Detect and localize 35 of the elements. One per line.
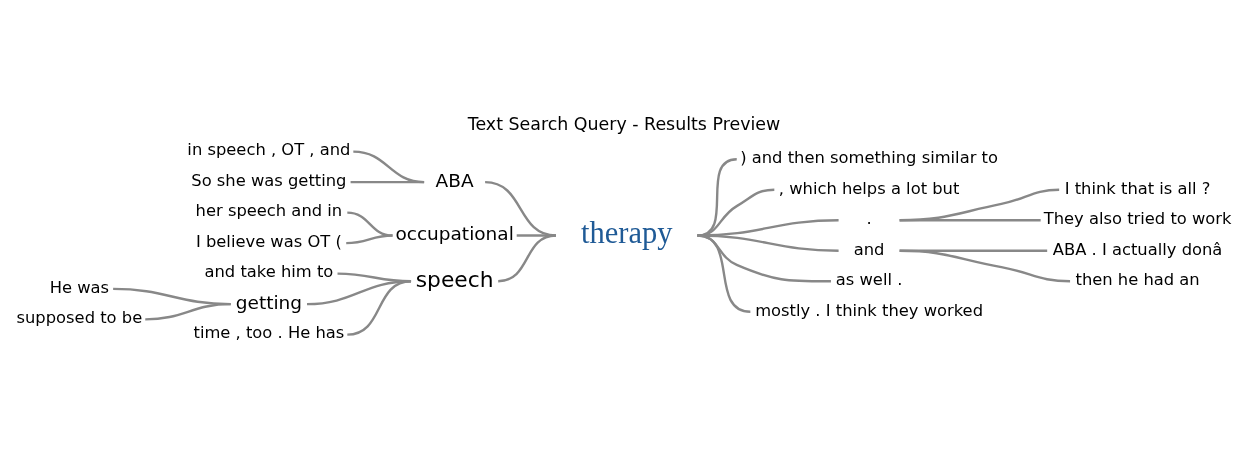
- connector: [346, 234, 393, 245]
- node-text: her speech and in: [195, 201, 343, 221]
- connector: [347, 280, 412, 336]
- node-text: mostly . I think they worked: [755, 300, 984, 320]
- node-text: and take him to: [204, 262, 334, 282]
- connector: [498, 234, 557, 283]
- node-text: and: [853, 239, 885, 259]
- connector: [145, 302, 231, 321]
- connector: [350, 180, 425, 184]
- node-text: So she was getting: [191, 170, 347, 190]
- connector: [485, 180, 557, 237]
- connector: [899, 188, 1060, 222]
- node-text: supposed to be: [16, 308, 143, 328]
- node-text: as well .: [835, 270, 903, 290]
- node-text: occupational: [395, 223, 514, 244]
- node-text: speech: [415, 266, 494, 292]
- node-text: I believe was OT (: [195, 231, 342, 251]
- node-text: therapy: [580, 216, 673, 251]
- node-text: ABA . I actually donâ: [1052, 239, 1223, 259]
- node-text: ) and then something similar to: [740, 148, 998, 168]
- diagram-title: Text Search Query - Results Preview: [467, 113, 781, 134]
- node-text: ABA: [435, 169, 474, 191]
- node-text: in speech , OT , and: [187, 140, 351, 160]
- node-text: , which helps a lot but: [778, 178, 960, 198]
- node-text: They also tried to work: [1043, 209, 1232, 229]
- connector: [516, 234, 556, 237]
- node-text: He was: [49, 277, 110, 297]
- node-text: then he had an: [1075, 270, 1200, 290]
- connector: [697, 234, 751, 313]
- node-text: getting: [235, 291, 303, 313]
- node-text: I think that is all ?: [1064, 178, 1211, 198]
- connector: [899, 249, 1071, 283]
- node-text: .: [866, 209, 872, 229]
- connector: [899, 219, 1041, 222]
- node-text: time , too . He has: [193, 323, 345, 343]
